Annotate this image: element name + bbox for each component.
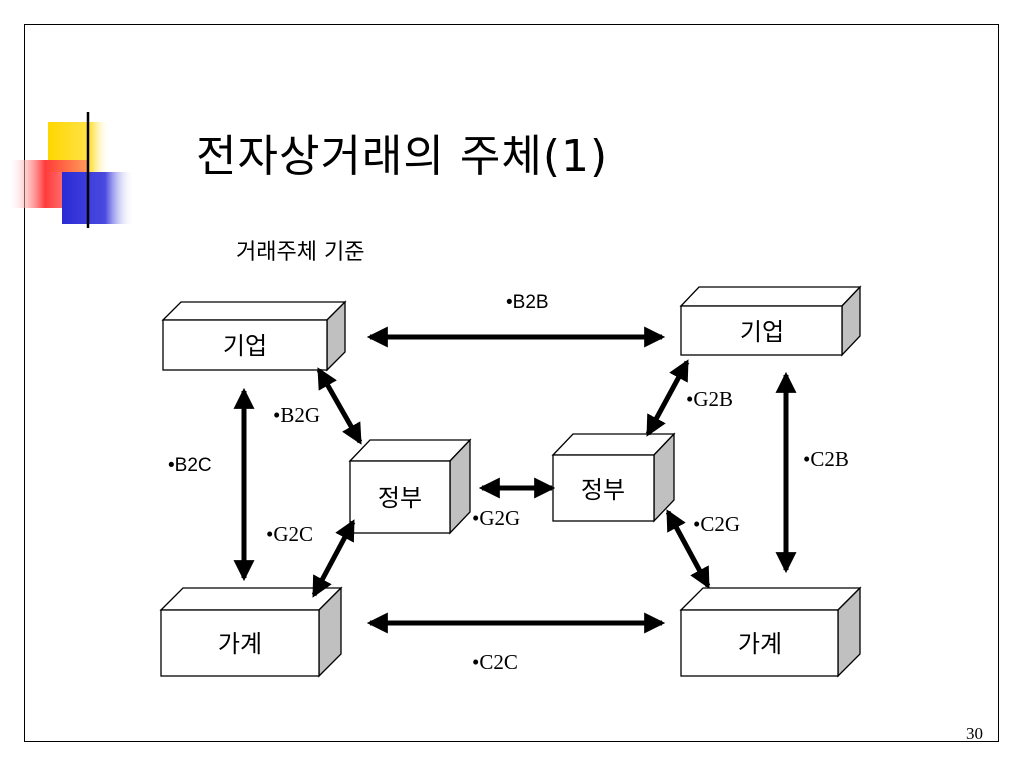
corner-decoration (10, 112, 960, 228)
box-left-business: 기업 (161, 300, 347, 372)
box-left-government: 정부 (348, 438, 472, 535)
arrow-g2b (645, 359, 690, 437)
label-g2g: •G2G (472, 506, 520, 530)
box-left-household: 가계 (159, 586, 343, 678)
label-b2g: •B2G (273, 403, 320, 427)
box-label: 가계 (218, 630, 262, 658)
arrow-b2g (316, 367, 363, 445)
box-label: 기업 (740, 318, 784, 346)
box-label: 정부 (581, 476, 625, 504)
arrow-c2g (665, 509, 711, 589)
page-number: 30 (966, 724, 983, 743)
label-c2c: •C2C (472, 650, 518, 674)
label-b2b: •B2B (506, 292, 549, 313)
box-label: 정부 (378, 484, 422, 512)
slide-frame (24, 24, 999, 742)
label-c2g: •C2G (693, 512, 740, 536)
box-right-business: 기업 (679, 285, 862, 357)
deco-blue-square (62, 172, 134, 224)
box-right-government: 정부 (551, 432, 676, 523)
label-b2c: •B2C (168, 455, 212, 476)
box-right-household: 가계 (679, 586, 862, 678)
box-label: 기업 (223, 332, 267, 360)
box-label: 가계 (738, 630, 782, 658)
label-g2b: •G2B (686, 387, 733, 411)
slide-subtitle: 거래주체 기준 (236, 240, 365, 265)
label-g2c: •G2C (266, 522, 313, 546)
slide-title: 전자상거래의 주체(1) (196, 131, 609, 182)
arrow-g2c (311, 519, 356, 598)
label-c2b: •C2B (803, 447, 849, 471)
